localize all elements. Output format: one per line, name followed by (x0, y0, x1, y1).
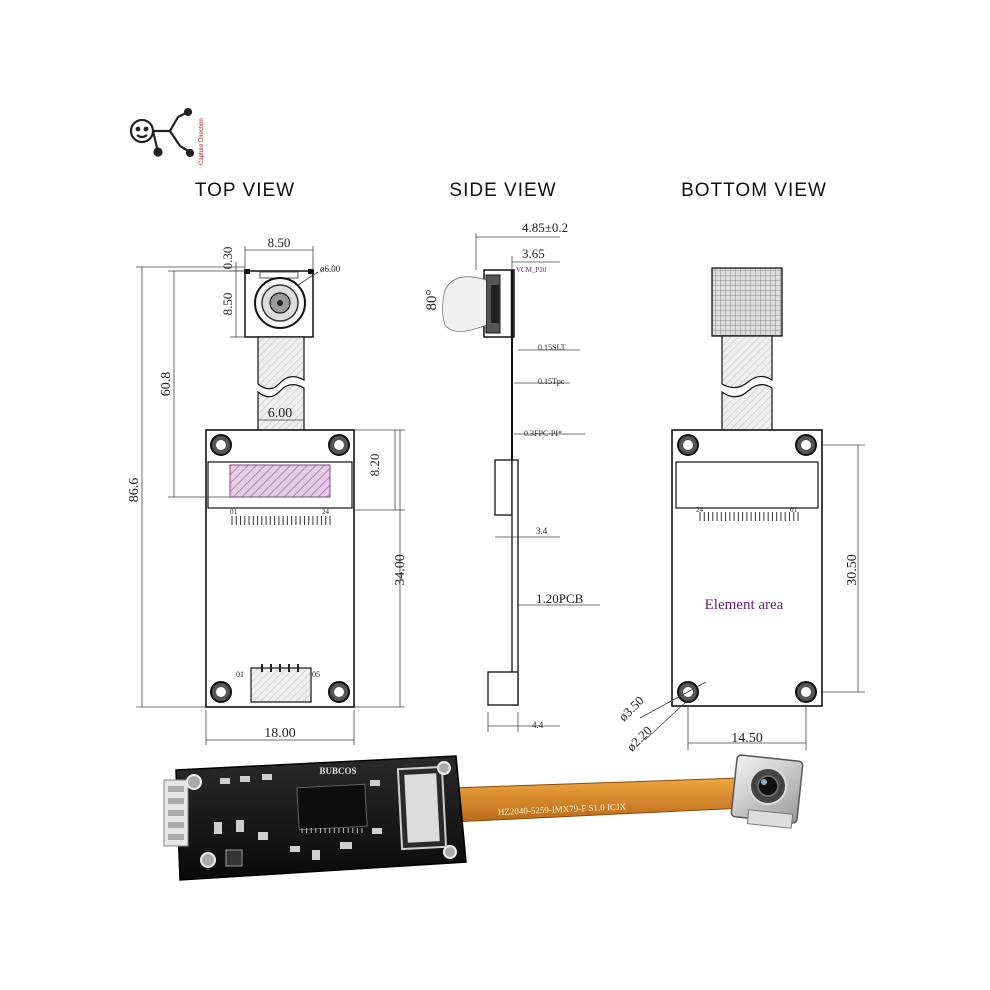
dim-lens-dia: ø6.00 (320, 264, 341, 274)
dim-820: 8.20 (367, 454, 382, 477)
bottom-view-title: BOTTOM VIEW (681, 180, 827, 201)
top-pin-label-right: 24 (322, 508, 330, 516)
vcm-label: VCM_P20 (516, 266, 547, 274)
top-view: 01 24 01 05 8.50 0.30 8.50 ø6.00 86.6 60… (127, 235, 408, 745)
dim-485: 4.85±0.2 (522, 220, 568, 235)
bottom-pin-label-right: 01 (790, 506, 798, 514)
bot-pin-label-right: 05 (312, 670, 320, 679)
dim-fpc-width: 6.00 (268, 406, 293, 421)
dim-3050: 30.50 (845, 554, 860, 586)
sensor-backside (711, 267, 783, 337)
dim-44: 4.4 (532, 720, 544, 730)
dim-015slt: 0.15SLT (538, 343, 566, 352)
dim-03fpc: 0.3FPC-PI* (524, 429, 562, 438)
product-photo: HZ2040-5259-IMX79-F S1.0 ICJX BUBCOS (163, 754, 804, 881)
brand-label: BUBCOS (319, 766, 356, 776)
top-view-title: TOP VIEW (195, 180, 295, 201)
logo-face-icon (129, 118, 155, 144)
side-view: 4.85±0.2 3.65 VCM_P20 80° 0.15SLT 0.15Tp… (424, 220, 600, 732)
dim-top-width: 8.50 (268, 235, 291, 250)
logo (129, 107, 195, 158)
side-view-title: SIDE VIEW (449, 180, 556, 201)
bottom-view: 24 01 Element area 30.50 ø3.50 ø2.20 14.… (616, 267, 865, 754)
logo-text: Capture Direction (199, 118, 205, 165)
bottom-pin-label-left: 24 (696, 506, 704, 514)
dim-866: 86.6 (127, 478, 142, 503)
dim-hole-220: ø2.20 (624, 723, 655, 754)
dim-hole-350: ø3.50 (616, 693, 647, 724)
dim-015pc: 0.15Tpc (538, 377, 565, 386)
bot-pin-label-left: 01 (236, 670, 244, 679)
dim-top-030: 0.30 (220, 247, 235, 270)
dim-3400: 34.00 (393, 554, 408, 586)
dim-608: 60.8 (159, 372, 174, 397)
main-chip (296, 783, 368, 831)
dim-34: 3.4 (536, 526, 548, 536)
top-pin-label-left: 01 (230, 508, 238, 516)
dim-365: 3.65 (522, 246, 545, 261)
view-angle: 80° (424, 290, 440, 311)
element-area-label: Element area (705, 597, 784, 613)
fpc-ribbon (449, 777, 745, 823)
dim-top-height: 8.50 (220, 293, 235, 316)
dim-1800: 18.00 (264, 726, 296, 741)
dim-1450: 14.50 (731, 731, 763, 746)
dim-120pcb: 1.20PCB (536, 591, 584, 606)
